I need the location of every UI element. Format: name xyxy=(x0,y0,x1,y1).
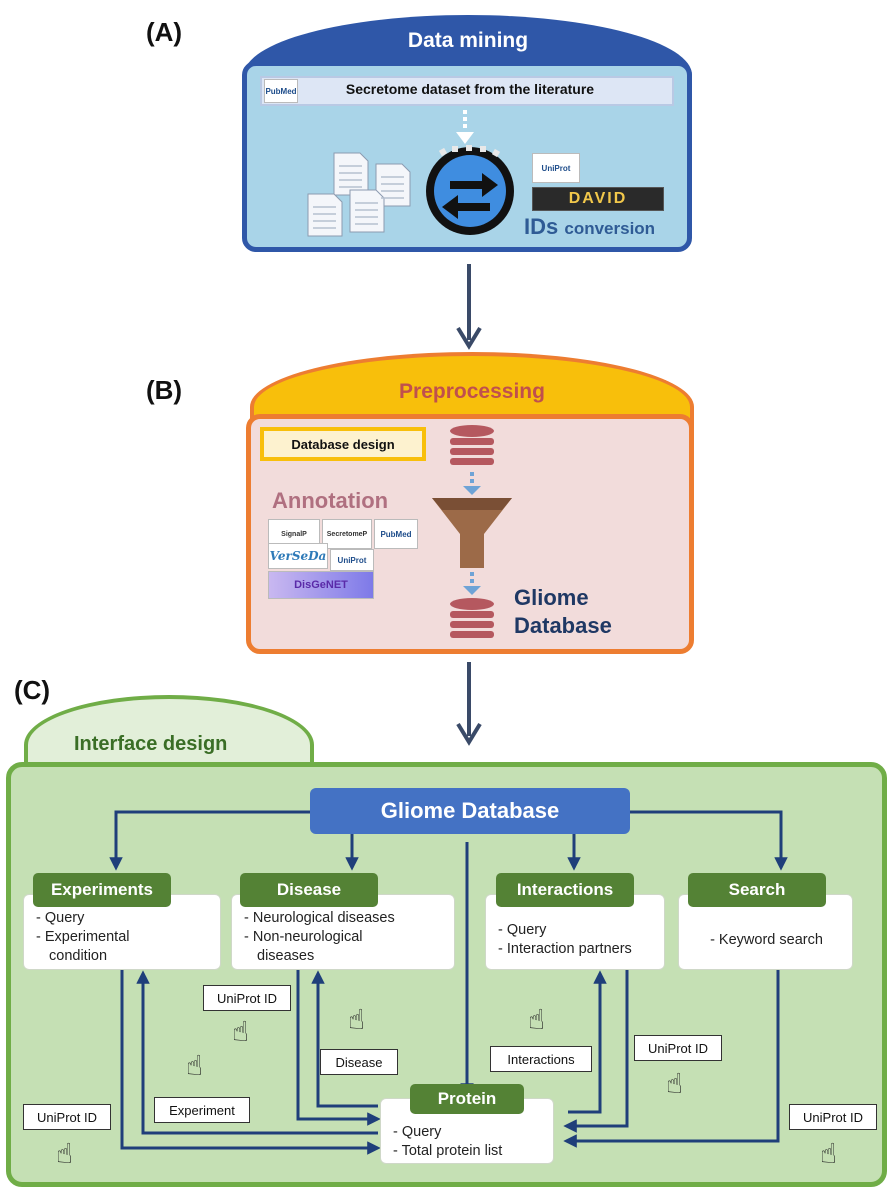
interactions-header: Interactions xyxy=(496,873,634,907)
david-logo: DAVID xyxy=(532,187,664,211)
documents-icon xyxy=(307,152,411,237)
verseda-logo: VerSeDa xyxy=(268,543,328,569)
panel-label-c: (C) xyxy=(14,675,51,705)
protein-header: Protein xyxy=(410,1084,524,1114)
hand-pointer-icon: ☝ xyxy=(56,1138,74,1169)
data-mining-title: Data mining xyxy=(407,29,529,52)
arrow-b-to-c xyxy=(456,662,482,746)
uniprot-logo-a: UniProt xyxy=(532,153,580,183)
panel-label-a: (A) xyxy=(146,17,183,47)
experiments-item: - Query xyxy=(36,910,85,926)
database-design-box: Database design xyxy=(260,427,426,461)
hand-pointer-icon: ☝ xyxy=(348,1004,366,1035)
ids-conversion-label: IDs conversion xyxy=(524,214,656,239)
disease-item: - Neurological diseases xyxy=(244,910,395,926)
disease-header: Disease xyxy=(240,873,378,907)
uniprot-logo-b: UniProt xyxy=(330,549,374,571)
hand-pointer-icon: ☝ xyxy=(666,1068,684,1099)
panel-label-b: (B) xyxy=(146,375,183,405)
hand-pointer-icon: ☝ xyxy=(820,1138,838,1169)
gliome-database-label-b: Gliome Database xyxy=(514,585,612,638)
interface-design-tab xyxy=(24,695,314,775)
disease-tag: Disease xyxy=(320,1049,398,1075)
experiment-tag: Experiment xyxy=(154,1097,250,1123)
gliome-database-node: Gliome Database xyxy=(310,788,630,834)
protein-item: - Total protein list xyxy=(393,1143,503,1159)
uniprot-id-tag: UniProt ID xyxy=(203,985,291,1011)
disease-item: - Non-neurological xyxy=(244,929,363,945)
uniprot-id-tag: UniProt ID xyxy=(634,1035,722,1061)
conversion-icon xyxy=(426,145,514,235)
interactions-item: - Interaction partners xyxy=(498,941,632,957)
interactions-item: - Query xyxy=(498,922,547,938)
experiments-header: Experiments xyxy=(33,873,171,907)
disgenet-logo: DisGeNET xyxy=(268,571,374,599)
hand-pointer-icon: ☝ xyxy=(232,1016,250,1047)
uniprot-id-tag: UniProt ID xyxy=(789,1104,877,1130)
dotted-arrow-a xyxy=(456,110,474,144)
experiments-item: - Experimental xyxy=(36,929,130,945)
uniprot-id-tag: UniProt ID xyxy=(23,1104,111,1130)
search-header: Search xyxy=(688,873,826,907)
preprocessing-title: Preprocessing xyxy=(399,380,545,403)
hand-pointer-icon: ☝ xyxy=(186,1050,204,1081)
funnel-pipeline-icon xyxy=(432,425,512,638)
arrow-a-to-b xyxy=(456,264,482,350)
disease-item: diseases xyxy=(257,948,315,964)
dataset-bar-text: Secretome dataset from the literature xyxy=(345,81,595,97)
dataset-bar xyxy=(260,76,674,106)
search-item: - Keyword search xyxy=(710,932,823,948)
pubmed-logo-b: PubMed xyxy=(374,519,418,549)
protein-item: - Query xyxy=(393,1124,442,1140)
hand-pointer-icon: ☝ xyxy=(528,1004,546,1035)
secretomep-logo: SecretomeP xyxy=(322,519,372,549)
annotation-label: Annotation xyxy=(272,488,389,513)
pubmed-logo: PubMed xyxy=(264,79,298,103)
interactions-tag: Interactions xyxy=(490,1046,592,1072)
interface-design-title: Interface design xyxy=(74,733,228,755)
experiments-item: condition xyxy=(49,948,108,964)
